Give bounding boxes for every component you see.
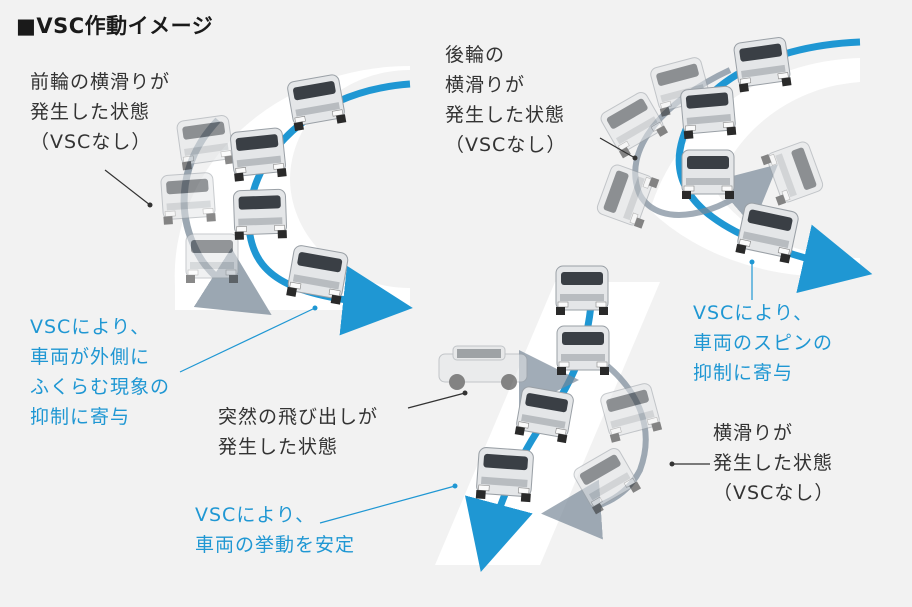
- caption-line: 後輪の: [445, 44, 506, 66]
- leader-line: [599, 137, 636, 159]
- front-slip-situation-caption: 前輪の横滑りが 発生した状態 （VSCなし）: [30, 67, 170, 157]
- front-slip-effect-caption: VSCにより、 車両が外側に ふくらむ現象の 抑制に寄与: [30, 312, 170, 432]
- rear-slip-situation-caption: 後輪の 横滑りが 発生した状態 （VSCなし）: [445, 40, 566, 160]
- caption-line: 突然の飛び出しが: [218, 406, 379, 428]
- leader-dot: [632, 155, 638, 161]
- caption-line: ふくらむ現象の: [30, 376, 171, 398]
- sudden-obstacle-effect-caption: VSCにより、 車両の挙動を安定: [195, 500, 355, 560]
- caption-line: VSCにより、: [195, 504, 316, 526]
- leader-dot: [669, 461, 675, 467]
- leader-dot: [312, 305, 318, 311]
- caption-line: 発生した状態: [445, 104, 566, 126]
- leader-line: [407, 392, 466, 409]
- caption-line: 車両が外側に: [30, 346, 151, 368]
- sudden-obstacle-side-caption: 横滑りが 発生した状態 （VSCなし）: [713, 418, 834, 508]
- caption-line: 発生した状態: [713, 452, 834, 474]
- leader-dot: [452, 483, 458, 489]
- obstacle-car: [438, 345, 528, 391]
- caption-line: 発生した状態: [218, 436, 339, 458]
- caption-line: （VSCなし）: [30, 131, 152, 153]
- caption-line: 抑制に寄与: [693, 362, 794, 384]
- diagram-title: ■VSC作動イメージ: [16, 14, 214, 38]
- caption-line: （VSCなし）: [445, 134, 567, 156]
- caption-line: 発生した状態: [30, 101, 151, 123]
- leader-dot: [462, 390, 468, 396]
- rear-slip-effect-caption: VSCにより、 車両のスピンの 抑制に寄与: [693, 298, 833, 388]
- leader-line: [179, 307, 316, 373]
- scene-front-slip: [104, 65, 413, 373]
- caption-line: VSCにより、: [693, 302, 814, 324]
- caption-line: （VSCなし）: [713, 482, 835, 504]
- leader-dot: [749, 259, 755, 265]
- scene-rear-slip: [594, 36, 873, 300]
- leader-dot: [147, 202, 153, 208]
- caption-line: 横滑りが: [445, 74, 526, 96]
- leader-line: [104, 169, 151, 206]
- caption-line: 前輪の横滑りが: [30, 71, 171, 93]
- scene-sudden-obstacle: [319, 265, 710, 573]
- caption-line: 車両の挙動を安定: [195, 534, 356, 556]
- caption-line: 車両のスピンの: [693, 332, 834, 354]
- caption-line: 横滑りが: [713, 422, 794, 444]
- caption-line: VSCにより、: [30, 316, 151, 338]
- sudden-obstacle-situation-caption: 突然の飛び出しが 発生した状態: [218, 402, 378, 462]
- road-curve: [650, 58, 860, 277]
- leader-line: [319, 485, 456, 524]
- caption-line: 抑制に寄与: [30, 406, 131, 428]
